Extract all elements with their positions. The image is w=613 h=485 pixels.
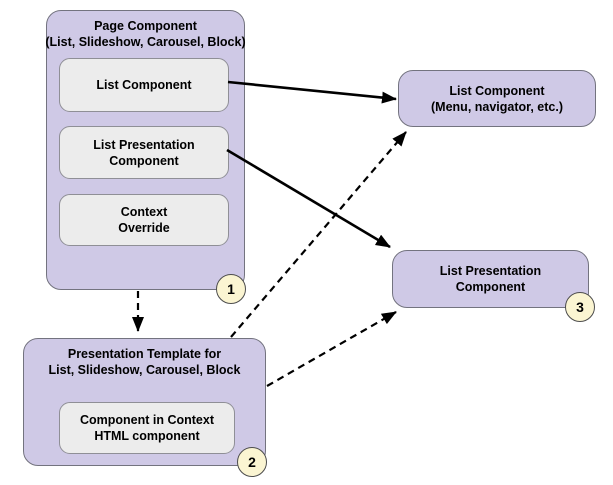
page-component-title: Page Component (List, Slideshow, Carouse… xyxy=(45,19,246,49)
component-in-context-node-label: Component in Context HTML component xyxy=(79,413,214,443)
list-presentation-component-node: List Presentation Component xyxy=(59,126,229,179)
step-badge-2: 2 xyxy=(237,447,267,477)
step-badge-1: 1 xyxy=(216,274,246,304)
context-override-node-label: Context Override xyxy=(118,205,170,235)
list-presentation-target-box: List Presentation Component xyxy=(392,250,589,308)
context-override-node: Context Override xyxy=(59,194,229,246)
component-in-context-node: Component in Context HTML component xyxy=(59,402,235,454)
presentation-template-title: Presentation Template for List, Slidesho… xyxy=(48,347,241,377)
list-component-target-box: List Component (Menu, navigator, etc.) xyxy=(398,70,596,127)
list-presentation-component-node-label: List Presentation Component xyxy=(93,137,195,168)
presentation-template-box: Presentation Template for List, Slidesho… xyxy=(23,338,266,466)
list-component-node: List Component xyxy=(59,58,229,112)
step-badge-3: 3 xyxy=(565,292,595,322)
list-presentation-target-label: List Presentation Component xyxy=(439,264,542,294)
arrow-dashed-template-to-list-component xyxy=(230,131,407,338)
arrow-solid-list-component xyxy=(227,80,397,104)
arrow-dashed-template-to-list-presentation xyxy=(266,311,397,387)
page-component-box: Page Component (List, Slideshow, Carouse… xyxy=(45,10,246,290)
arrow-solid-list-presentation xyxy=(226,148,391,249)
list-component-target-label: List Component (Menu, navigator, etc.) xyxy=(431,83,563,114)
list-component-node-label: List Component xyxy=(96,78,192,92)
